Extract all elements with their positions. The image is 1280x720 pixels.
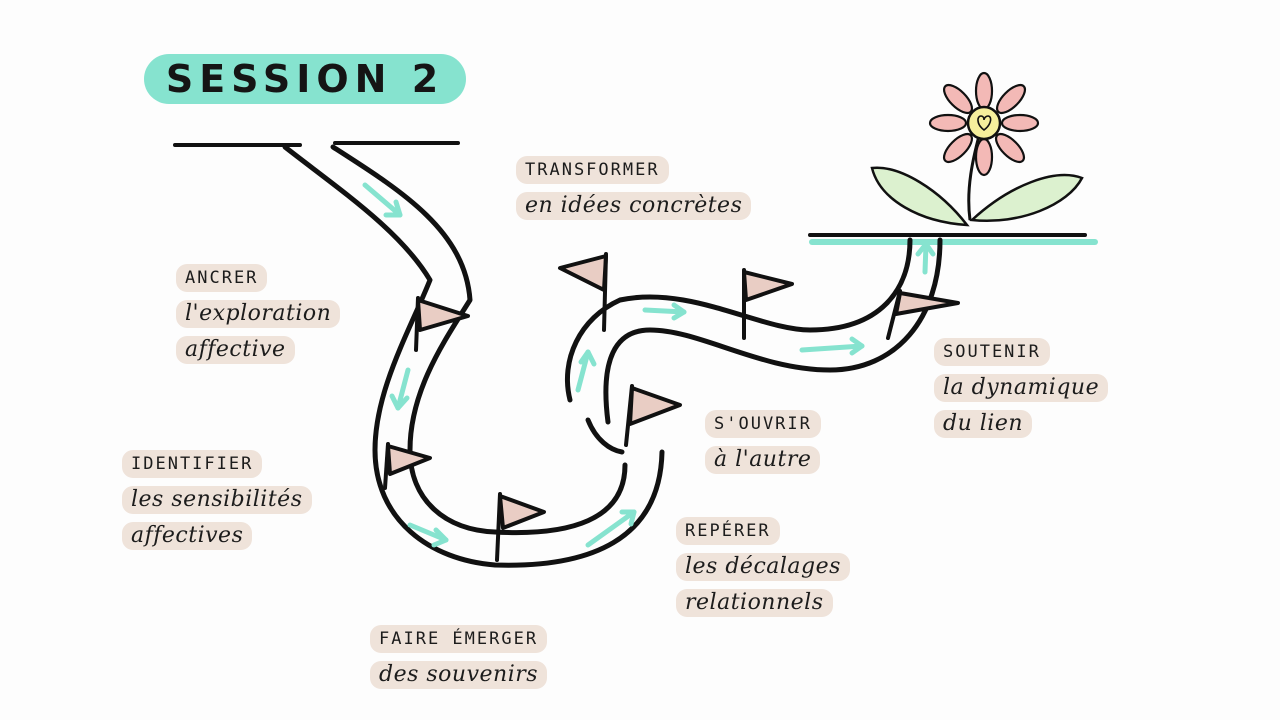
session-title-badge: SESSION 2 xyxy=(144,54,466,104)
stage-heading: ANCRER xyxy=(176,264,268,292)
direction-arrow-icon xyxy=(362,182,936,548)
stage-text: la dynamique xyxy=(934,374,1109,402)
stage-text: l'exploration xyxy=(176,300,341,328)
stage-text: les décalages xyxy=(676,553,850,581)
stage-label-identifier: IDENTIFIER les sensibilités affectives xyxy=(122,450,312,558)
road-edge-crossing xyxy=(585,417,625,455)
stage-heading: SOUTENIR xyxy=(934,338,1050,366)
stage-heading: TRANSFORMER xyxy=(516,156,669,184)
session-title: SESSION 2 xyxy=(165,57,445,101)
heart-icon xyxy=(977,115,992,132)
stage-label-soutenir: SOUTENIR la dynamique du lien xyxy=(934,338,1109,446)
stage-text: les sensibilités xyxy=(122,486,312,514)
stage-heading: REPÉRER xyxy=(676,517,780,545)
stage-label-ancrer: ANCRER l'exploration affective xyxy=(176,264,341,372)
road-edge-outer xyxy=(282,144,665,568)
stage-label-s-ouvrir: S'OUVRIR à l'autre xyxy=(705,410,821,482)
stage-text: du lien xyxy=(934,410,1033,438)
stage-heading: S'OUVRIR xyxy=(705,410,821,438)
stage-text: à l'autre xyxy=(705,446,821,474)
stage-label-reperer: REPÉRER les décalages relationnels xyxy=(676,517,850,625)
stage-text: en idées concrètes xyxy=(516,192,752,220)
stage-text: affective xyxy=(176,336,295,364)
flag-icon xyxy=(383,252,960,562)
stage-text: relationnels xyxy=(676,589,833,617)
stage-heading: FAIRE ÉMERGER xyxy=(370,625,548,653)
stage-label-transformer: TRANSFORMER en idées concrètes xyxy=(516,156,752,228)
flower-icon xyxy=(870,71,1084,227)
stage-heading: IDENTIFIER xyxy=(122,450,263,478)
stage-text: affectives xyxy=(122,522,253,550)
road-edge-lower xyxy=(603,237,943,425)
road-edge-inner xyxy=(330,144,628,536)
road-edge-upper xyxy=(564,237,913,403)
stage-text: des souvenirs xyxy=(370,661,548,689)
stage-label-faire-emerger: FAIRE ÉMERGER des souvenirs xyxy=(370,625,548,697)
